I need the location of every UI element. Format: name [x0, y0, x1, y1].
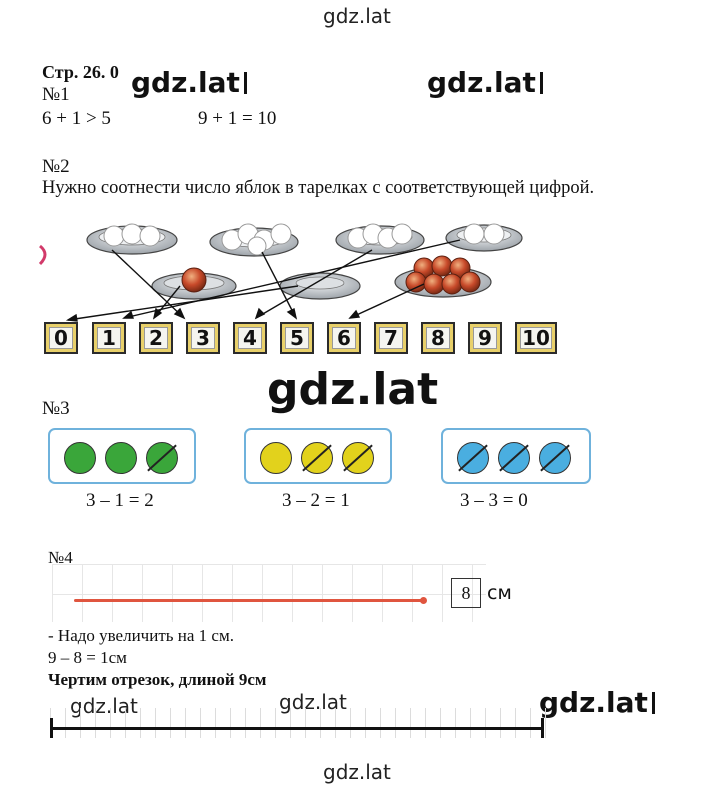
plate-top-2 [209, 223, 299, 257]
task2-instruction: Нужно соотнести число яблок в тарелках с… [42, 178, 595, 198]
red-segment [74, 599, 424, 602]
watermark-left: gdz.lat [131, 66, 240, 99]
number-row: 0 1 2 3 4 5 6 7 8 9 10 [0, 322, 720, 356]
drawn-segment [50, 727, 544, 730]
watermark-right: gdz.lat [427, 66, 536, 99]
circle-green-3 [146, 442, 178, 474]
plate-top-4 [445, 223, 523, 252]
circle-yellow-3 [342, 442, 374, 474]
task4-note-1: - Надо увеличить на 1 см. [48, 626, 234, 645]
task3-equation-1: 3 – 1 = 2 [86, 490, 154, 511]
plate-top-1 [86, 223, 178, 255]
drawn-segment-start [50, 718, 53, 738]
circle-blue-2 [498, 442, 530, 474]
task1-label: №1 [42, 84, 70, 105]
circle-green-1 [64, 442, 96, 474]
task3-equation-3: 3 – 3 = 0 [460, 490, 528, 511]
grid-background [52, 564, 486, 622]
number-tile-7: 7 [374, 322, 408, 354]
watermark-bottom-right: gdz.lat [539, 686, 648, 719]
drawn-segment-end [541, 718, 544, 738]
task4-note-2: 9 – 8 = 1см [48, 648, 127, 667]
watermark-footer: gdz.lat [323, 760, 391, 784]
task2-label: №2 [42, 156, 70, 177]
red-segment-end [420, 597, 427, 604]
number-tile-6: 6 [327, 322, 361, 354]
watermark-center: gdz.lat [267, 364, 439, 415]
task1-expr-left: 6 + 1 > 5 [42, 108, 111, 129]
circle-yellow-1 [260, 442, 292, 474]
circle-yellow-2 [301, 442, 333, 474]
watermark-bar-left [244, 72, 247, 94]
number-tile-3: 3 [186, 322, 220, 354]
task1-expr-right: 9 + 1 = 10 [198, 108, 277, 129]
task3-label: №3 [42, 398, 70, 419]
length-value-box: 8 [451, 578, 481, 608]
ruler-grid [50, 708, 548, 738]
plate-top-3 [335, 223, 425, 255]
task4-note-3: Чертим отрезок, длиной 9см [48, 670, 267, 689]
task4-label: №4 [48, 548, 73, 567]
watermark-top: gdz.lat [323, 4, 391, 28]
circle-green-2 [105, 442, 137, 474]
number-tile-5: 5 [280, 322, 314, 354]
number-tile-10: 10 [515, 322, 557, 354]
watermark-bar-right [540, 72, 543, 94]
circle-group-yellow [244, 428, 392, 484]
length-unit: см [487, 582, 512, 604]
plate-bottom-3 [394, 255, 492, 298]
apple-plates-picture [38, 223, 523, 322]
page-label: Стр. 26. 0 [42, 62, 119, 82]
number-tile-1: 1 [92, 322, 126, 354]
circle-group-green [48, 428, 196, 484]
number-tile-4: 4 [233, 322, 267, 354]
number-tile-9: 9 [468, 322, 502, 354]
number-tile-2: 2 [139, 322, 173, 354]
circle-group-blue [441, 428, 591, 484]
number-tile-0: 0 [44, 322, 78, 354]
circle-blue-3 [539, 442, 571, 474]
task3-equation-2: 3 – 2 = 1 [282, 490, 350, 511]
circle-blue-1 [457, 442, 489, 474]
watermark-bar-bottom-right [652, 692, 655, 714]
plate-bottom-2 [279, 272, 361, 300]
number-tile-8: 8 [421, 322, 455, 354]
